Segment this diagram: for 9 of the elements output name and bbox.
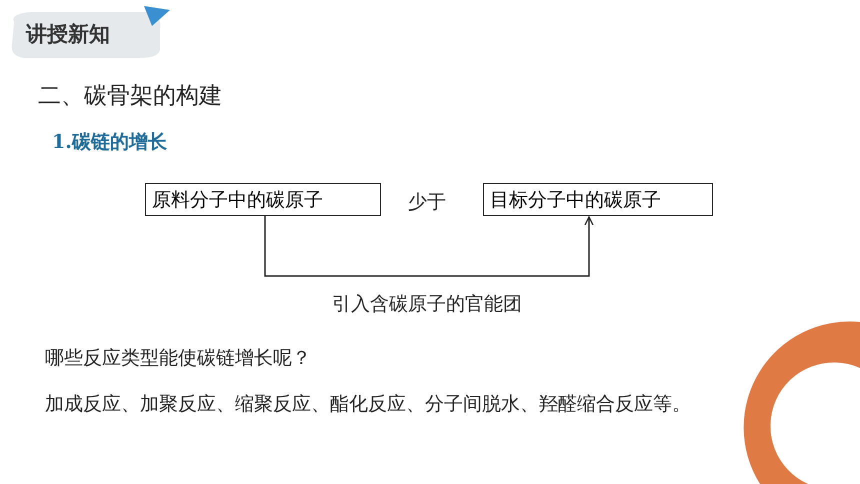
text-box: 目标分子中的碳原子 [483,183,713,216]
question-text: 哪些反应类型能使碳链增长呢？ [45,346,311,371]
text-box: 原料分子中的碳原子 [145,183,381,216]
badge-text: 讲授新知 [26,21,110,48]
heading: 二、碳骨架的构建 [38,82,222,111]
subheading: 1.碳链的增长 [52,130,167,155]
comparison-text: 少于 [408,190,446,215]
arrow [264,216,594,277]
answer-text: 加成反应、加聚反应、缩聚反应、酯化反应、分子间脱水、羟醛缩合反应等。 [45,392,691,417]
